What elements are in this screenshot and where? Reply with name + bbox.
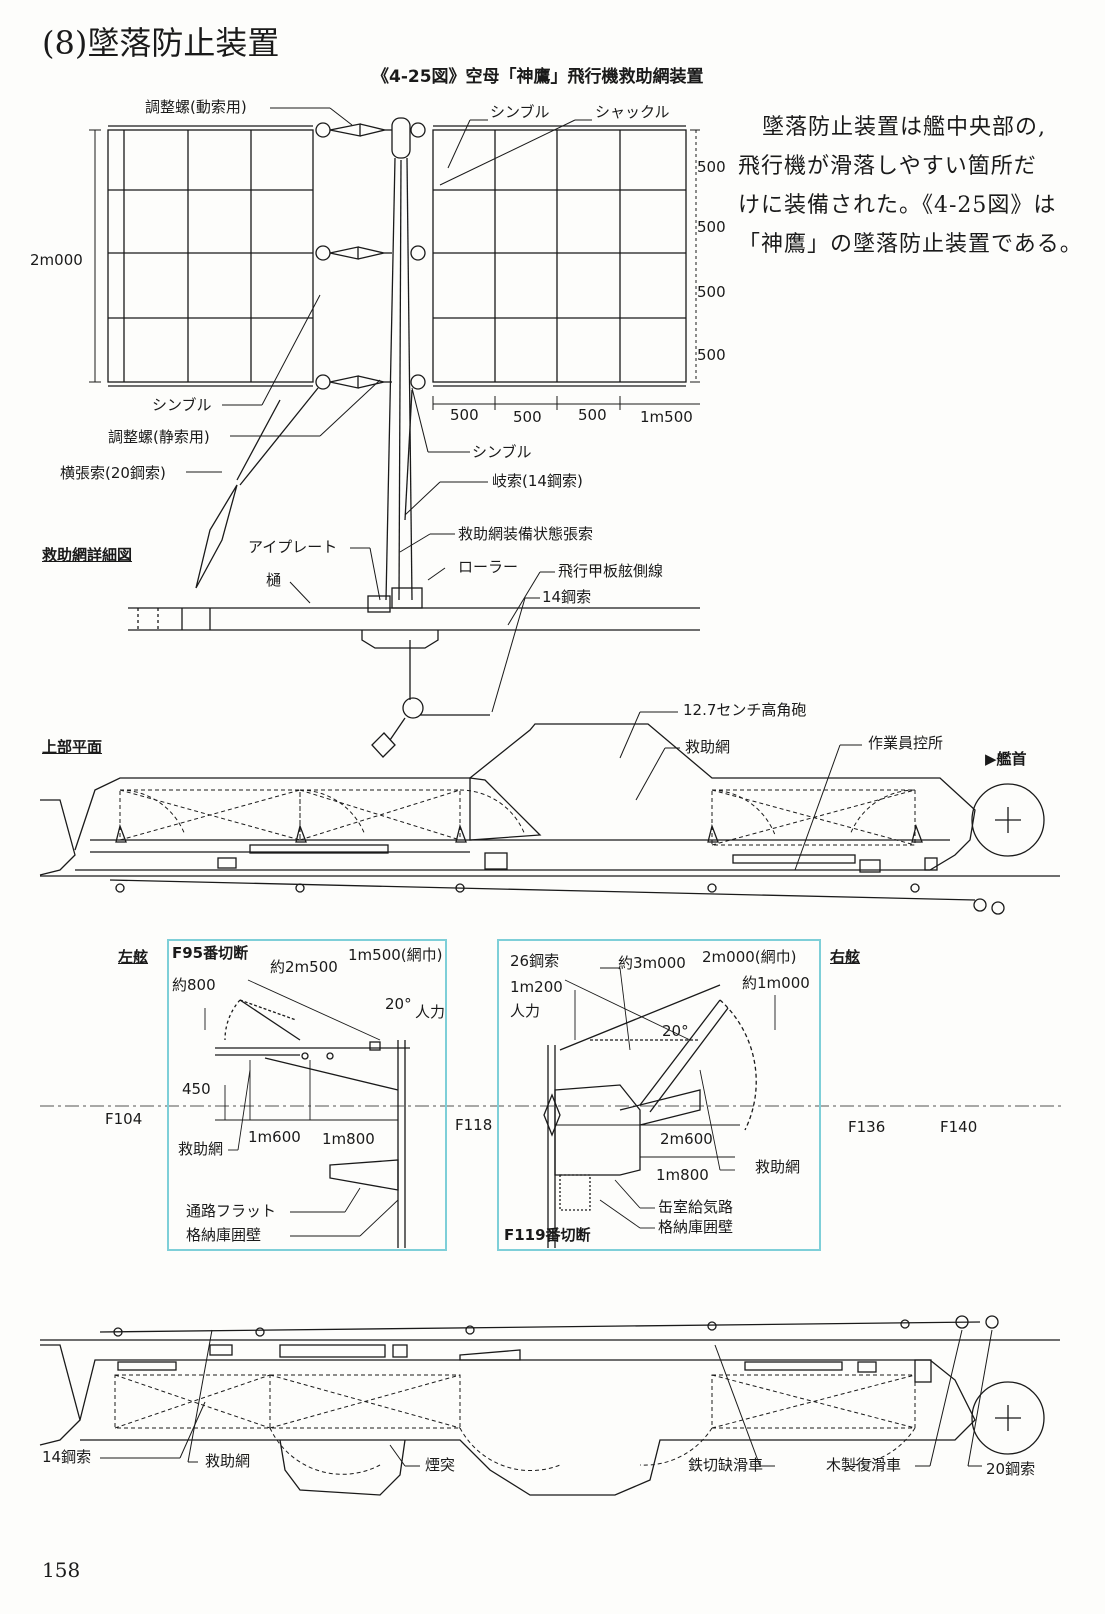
label-starboard: 右舷 (830, 948, 861, 966)
label-lower-wire14: 14鋼索 (42, 1448, 92, 1466)
central-post (195, 117, 426, 601)
label-dim-r3: 500 (697, 283, 726, 301)
label-shackle: シャックル (595, 103, 670, 121)
label-thimble-mid: シンブル (472, 443, 532, 461)
f95-manpower: 人力 (415, 1003, 446, 1021)
label-iron-block: 鉄切缺滑車 (688, 1456, 764, 1474)
f95-width: 1m500(網巾) (348, 946, 443, 964)
f119-vent: 缶室給気路 (658, 1198, 734, 1216)
net-panel-right (432, 125, 687, 387)
body-line-1: 墜落防止装置は艦中央部の, (762, 115, 1046, 140)
f119-1800: 1m800 (656, 1166, 709, 1184)
f95-1600: 1m600 (248, 1128, 301, 1146)
label-frame-f140: F140 (940, 1118, 978, 1136)
label-wire14: 14鋼索 (542, 588, 592, 606)
net-panel-left (107, 125, 314, 387)
label-rig-wire: 救助網装備状態張索 (458, 525, 594, 543)
label-lower-wire20: 20鋼索 (986, 1460, 1036, 1478)
label-dim-b2: 500 (513, 408, 542, 426)
f95-net: 救助網 (178, 1140, 224, 1158)
label-gun: 12.7センチ高角砲 (683, 701, 807, 719)
upper-plan-hull (39, 723, 1060, 915)
f119-manpower: 人力 (510, 1002, 541, 1020)
label-frame-f136: F136 (848, 1118, 886, 1136)
f95-angle: 20° (385, 995, 412, 1013)
label-roller: ローラー (458, 558, 519, 576)
lower-plan-nets (114, 1374, 916, 1475)
label-upper-plan: 上部平面 (42, 738, 103, 756)
label-dim-r2: 500 (697, 218, 726, 236)
f95-hangar: 格納庫囲壁 (186, 1226, 262, 1244)
body-line-2: 飛行機が滑落しやすい箇所だ (738, 154, 1037, 179)
label-eye-plate: アイプレート (248, 538, 338, 556)
figure-title: 《4-25図》空母「神鷹」飛行機救助網装置 (372, 67, 704, 87)
label-adjust-static: 調整螺(静索用) (108, 428, 210, 446)
f119-hangar: 格納庫囲壁 (658, 1218, 734, 1236)
label-branch-wire: 岐索(14鋼索) (492, 472, 583, 490)
label-lower-net: 救助網 (205, 1452, 251, 1470)
f119-approx1000: 約1m000 (742, 974, 810, 992)
f119-1200: 1m200 (510, 978, 563, 996)
page-number: 158 (42, 1558, 81, 1582)
f119-box (497, 939, 821, 1251)
label-thimble-left: シンブル (152, 396, 212, 414)
body-line-3: けに装備された。《4-25図》は (738, 193, 1057, 218)
net-dimension-lines (89, 129, 700, 410)
label-side-wire: 横張索(20鋼索) (60, 464, 166, 482)
label-funnel: 煙突 (425, 1456, 456, 1474)
body-paragraph: 墜落防止装置は艦中央部の, 飛行機が滑落しやすい箇所だ けに装備された。《4-2… (738, 108, 1083, 264)
f119-net: 救助網 (755, 1158, 801, 1176)
label-dim-r4: 500 (697, 346, 726, 364)
f119-width: 2m000(網巾) (702, 948, 797, 966)
label-thimble-top: シンブル (490, 103, 550, 121)
f119-2600: 2m600 (660, 1130, 713, 1148)
label-gutter: 樋 (266, 571, 282, 589)
label-wood-block: 木製復滑車 (826, 1456, 902, 1474)
f95-approx2500: 約2m500 (270, 958, 338, 976)
label-bow: ▶艦首 (985, 750, 1027, 768)
label-crew-shelter: 作業員控所 (868, 734, 944, 752)
f95-approx800: 約800 (172, 976, 216, 994)
f95-title: F95番切断 (172, 944, 249, 962)
upper-plan-leaders (619, 711, 862, 871)
label-detail-title: 救助網詳細図 (42, 546, 133, 564)
section-title: (8)墜落防止装置 (42, 24, 280, 62)
label-adjust-dynamic: 調整螺(動索用) (145, 98, 247, 116)
f95-1800: 1m800 (322, 1130, 375, 1148)
f119-wire26: 26鋼索 (510, 952, 560, 970)
label-frame-f118: F118 (455, 1116, 493, 1134)
f95-box (167, 939, 447, 1251)
f119-angle: 20° (662, 1022, 689, 1040)
deck-detail (128, 587, 700, 758)
label-dim-b4: 1m500 (640, 408, 693, 426)
upper-plan-posts (115, 823, 923, 893)
lower-plan-leaders (100, 1329, 993, 1467)
f119-title: F119番切断 (504, 1226, 591, 1244)
label-dim-r1: 500 (697, 158, 726, 176)
label-net-upper: 救助網 (685, 738, 731, 756)
f119-approx3000: 約3m000 (618, 954, 686, 972)
label-height: 2m000 (30, 251, 83, 269)
label-deck-line: 飛行甲板舷側線 (558, 562, 664, 580)
f95-450: 450 (182, 1080, 211, 1098)
body-line-4: 「神鷹」の墜落防止装置である。 (738, 232, 1083, 257)
label-dim-b3: 500 (578, 406, 607, 424)
leaders-top (186, 107, 592, 713)
label-port: 左舷 (118, 948, 149, 966)
f95-flat: 通路フラット (186, 1202, 277, 1220)
label-dim-b1: 500 (450, 406, 479, 424)
label-frame-f104: F104 (105, 1110, 143, 1128)
